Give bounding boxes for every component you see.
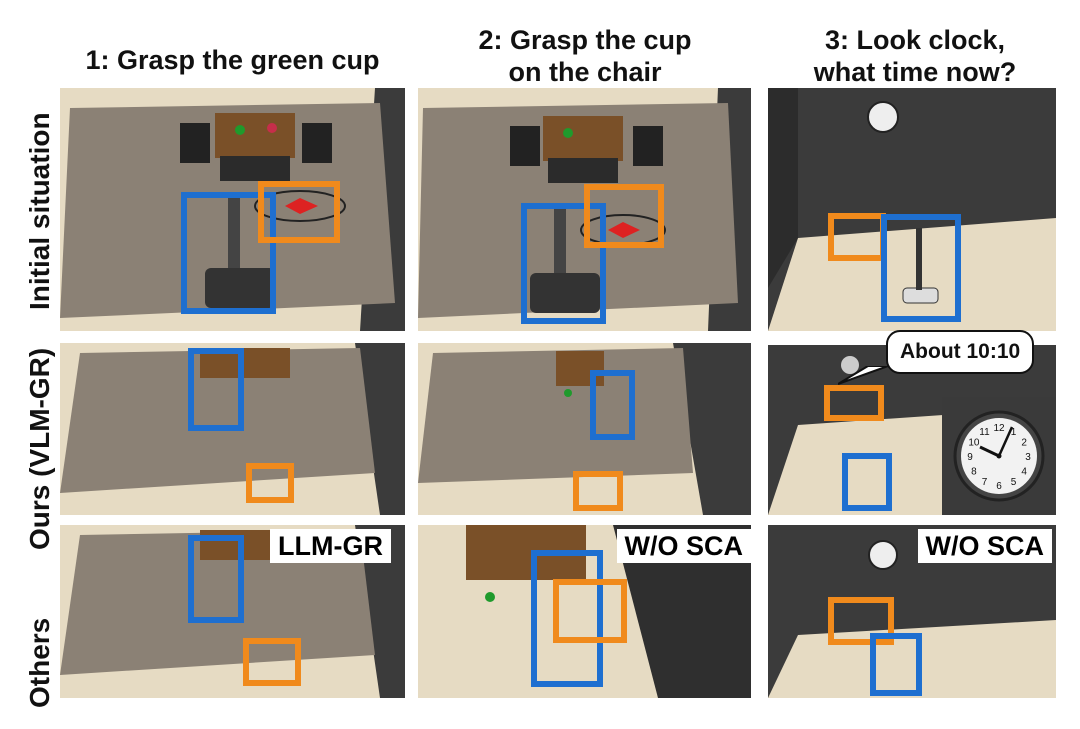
column-title-1-text: 1: Grasp the green cup bbox=[85, 45, 380, 75]
drone-bounding-box bbox=[553, 579, 627, 643]
robot-bounding-box bbox=[842, 453, 892, 511]
clock-numeral: 5 bbox=[1011, 477, 1017, 488]
drone-bounding-box bbox=[824, 385, 884, 421]
panel-ours-task2 bbox=[418, 343, 751, 515]
method-tag: W/O SCA bbox=[616, 529, 751, 563]
clock-numeral: 11 bbox=[979, 427, 990, 438]
scene-image bbox=[60, 88, 405, 331]
robot-bounding-box bbox=[881, 214, 961, 322]
drone-bounding-box bbox=[573, 471, 623, 511]
column-title-2: 2: Grasp the cup on the chair bbox=[420, 24, 750, 88]
drone-bounding-box bbox=[258, 181, 340, 243]
panel-initial-task3 bbox=[768, 88, 1056, 331]
column-title-2-line1: 2: Grasp the cup bbox=[478, 25, 692, 55]
column-title-3: 3: Look clock, what time now? bbox=[770, 24, 1060, 88]
drone-bounding-box bbox=[246, 463, 294, 503]
column-title-1: 1: Grasp the green cup bbox=[60, 44, 405, 76]
column-title-3-line1: 3: Look clock, bbox=[824, 25, 1006, 55]
panel-others-task1: LLM-GR bbox=[60, 525, 405, 698]
method-tag: LLM-GR bbox=[270, 529, 391, 563]
robot-bounding-box bbox=[521, 203, 606, 324]
answer-bubble: About 10:10 bbox=[886, 330, 1035, 374]
clock-numeral: 1 bbox=[1011, 427, 1017, 438]
clock-numeral: 4 bbox=[1021, 467, 1027, 478]
row-label-others: Others bbox=[24, 617, 55, 708]
scene-image bbox=[768, 88, 1056, 331]
drone-bounding-box bbox=[828, 597, 894, 645]
clock-numeral: 3 bbox=[1025, 452, 1031, 463]
panel-initial-task2 bbox=[418, 88, 751, 331]
panel-others-task3: W/O SCA bbox=[768, 525, 1056, 698]
clock-numeral: 2 bbox=[1021, 438, 1027, 449]
column-title-3-line2: what time now? bbox=[813, 57, 1017, 87]
scene-image bbox=[418, 343, 751, 515]
bubble-tail bbox=[838, 366, 888, 385]
clock-numeral: 10 bbox=[968, 438, 980, 449]
robot-bounding-box bbox=[531, 550, 603, 687]
panel-initial-task1 bbox=[60, 88, 405, 331]
row-label-initial: Initial situation bbox=[24, 112, 55, 310]
robot-bounding-box bbox=[188, 348, 244, 431]
panel-others-task2: W/O SCA bbox=[418, 525, 751, 698]
clock-numeral: 6 bbox=[996, 481, 1002, 492]
robot-bounding-box bbox=[188, 535, 244, 623]
drone-bounding-box bbox=[584, 184, 664, 248]
drone-bounding-box bbox=[243, 638, 301, 686]
robot-bounding-box bbox=[590, 370, 635, 440]
clock-numeral: 8 bbox=[971, 467, 977, 478]
robot-bounding-box bbox=[181, 192, 276, 314]
answer-text: About 10:10 bbox=[900, 340, 1021, 363]
clock-numeral: 7 bbox=[982, 477, 988, 488]
clock-numeral: 12 bbox=[993, 423, 1005, 434]
method-tag: W/O SCA bbox=[917, 529, 1052, 563]
column-title-2-line2: on the chair bbox=[508, 57, 662, 87]
row-label-ours: Ours (VLM-GR) bbox=[24, 347, 55, 550]
clock-numeral: 9 bbox=[967, 452, 973, 463]
robot-bounding-box bbox=[870, 633, 922, 696]
panel-ours-task1 bbox=[60, 343, 405, 515]
drone-bounding-box bbox=[828, 213, 886, 261]
